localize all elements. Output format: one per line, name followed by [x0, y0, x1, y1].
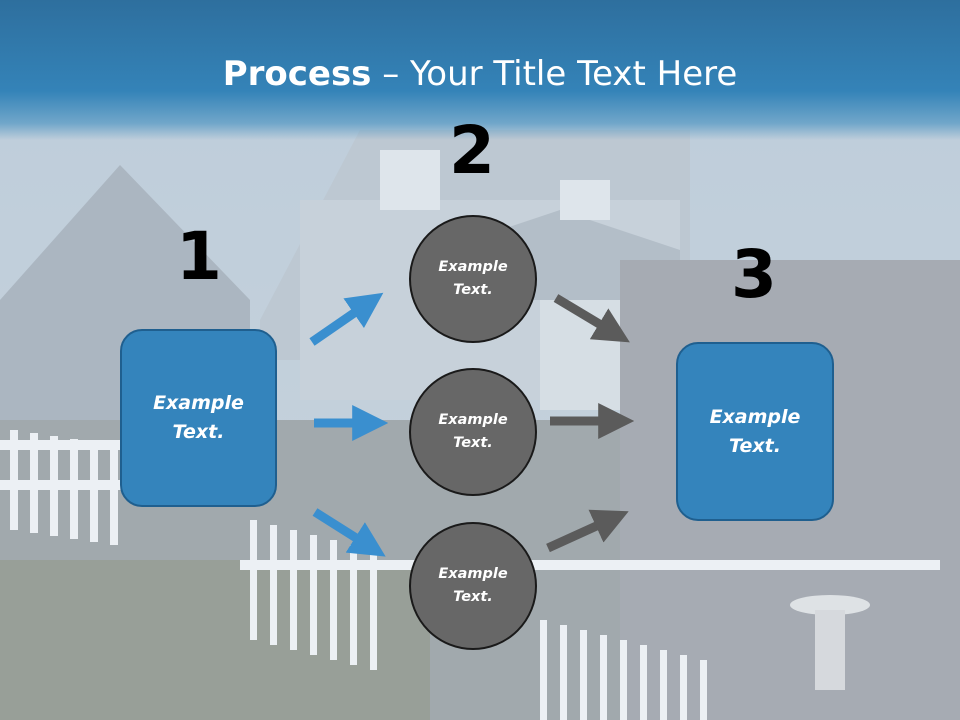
step-number-2: 2 [449, 112, 495, 189]
step-3-box: Example Text. [676, 342, 834, 521]
step-3-box-text: Example Text. [709, 405, 801, 457]
slide-title: Process – Your Title Text Here [0, 52, 960, 96]
title-band [0, 0, 960, 140]
circle-3: Example Text. [409, 522, 537, 650]
circle-3-text: Example Text. [438, 566, 508, 605]
circle-2-text: Example Text. [438, 412, 508, 451]
arrow-to-circle-1 [309, 292, 384, 346]
step-number-3: 3 [731, 236, 777, 313]
step-number-1: 1 [176, 218, 222, 295]
title-bold: Process [222, 54, 372, 94]
title-rest: – Your Title Text Here [371, 54, 738, 94]
circle-2: Example Text. [409, 368, 537, 496]
arrow-to-circle-3 [312, 508, 386, 557]
step-1-box-text: Example Text. [153, 392, 244, 443]
arrow-from-circle-1 [553, 294, 630, 343]
step-1-box: Example Text. [120, 329, 277, 507]
circle-1: Example Text. [409, 215, 537, 343]
arrow-from-circle-3 [546, 509, 629, 553]
circle-1-text: Example Text. [438, 259, 508, 298]
